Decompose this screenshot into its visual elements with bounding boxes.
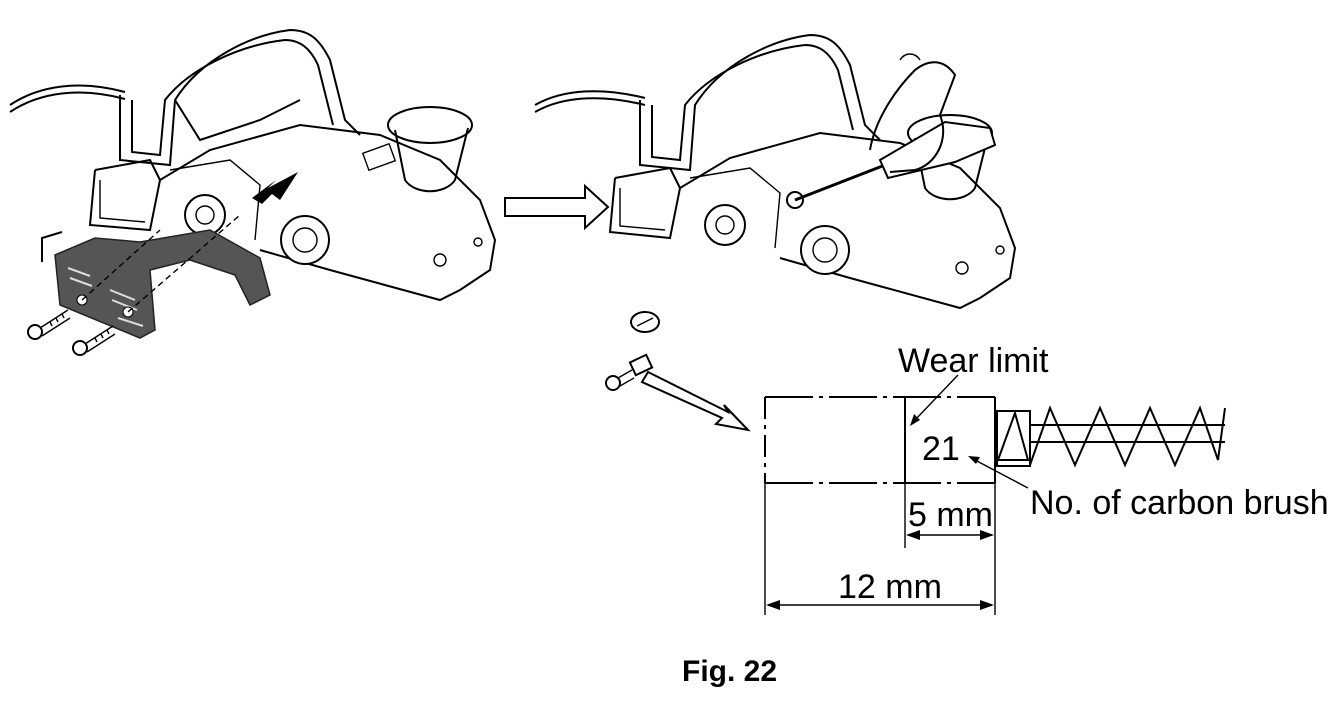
carbon-brush-part	[605, 353, 654, 391]
dimension-12mm-label: 12 mm	[838, 568, 942, 606]
planer-handle-left	[119, 28, 361, 167]
figure-caption: Fig. 22	[682, 655, 777, 688]
next-step-arrow-icon	[504, 183, 610, 231]
screwdriver-icon	[794, 120, 997, 202]
brush-holder-left	[184, 194, 226, 236]
brush-number-caption: No. of carbon brush	[1030, 484, 1329, 522]
wear-limit-label: Wear limit	[898, 342, 1049, 380]
detail-callout-arrow-icon	[640, 370, 751, 432]
brush-spring	[1029, 405, 1226, 468]
screw-icon	[72, 325, 116, 356]
brush-cover-part	[54, 229, 271, 339]
planer-handle-right	[639, 33, 881, 172]
hand-illustration	[869, 61, 957, 173]
brush-number-label: 21	[922, 430, 960, 468]
planer-body-right	[608, 131, 1017, 310]
planer-left-illustration	[9, 28, 497, 356]
depth-knob-left	[387, 106, 473, 144]
dimension-5mm-label: 5 mm	[908, 496, 993, 534]
planer-right-illustration	[534, 33, 1017, 310]
brush-cap-part	[630, 311, 660, 333]
screw-icon	[27, 309, 71, 340]
power-cord-left	[9, 84, 126, 106]
power-cord-right	[534, 90, 646, 106]
carbon-brush-detail	[764, 374, 1226, 615]
removal-arrow-icon	[252, 172, 298, 204]
planer-body-left	[88, 123, 497, 302]
